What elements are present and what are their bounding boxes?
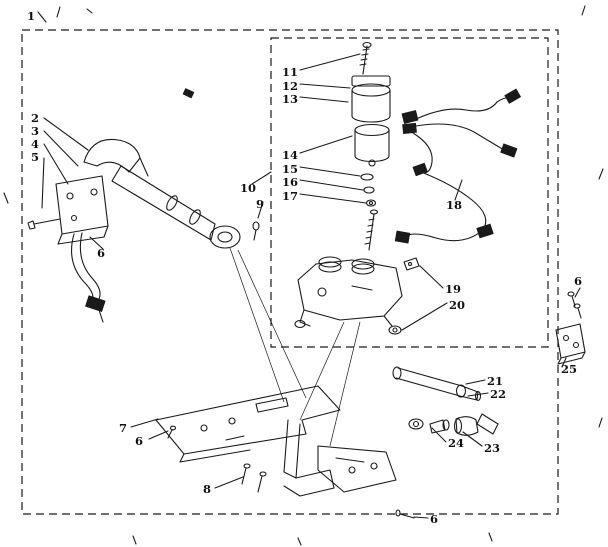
gas-valve-body bbox=[294, 256, 420, 335]
support-bracket bbox=[283, 419, 397, 497]
callout-6-bottom-left: 6 bbox=[135, 434, 143, 448]
callouts: 1 2 3 4 5 6 10 9 11 12 13 14 15 16 17 18… bbox=[27, 9, 582, 526]
callout-3: 3 bbox=[31, 124, 39, 138]
callout-25: 25 bbox=[561, 362, 577, 376]
callout-6-bottom-center: 6 bbox=[430, 512, 438, 526]
callout-18: 18 bbox=[446, 198, 462, 212]
registration-marks bbox=[3, 5, 604, 546]
inlet-horn-assembly bbox=[83, 138, 260, 249]
igniter-tube bbox=[392, 366, 482, 402]
callout-21: 21 bbox=[487, 374, 503, 388]
callout-14: 14 bbox=[282, 148, 298, 162]
callout-9: 9 bbox=[256, 197, 264, 211]
callout-23: 23 bbox=[484, 441, 500, 455]
callout-5: 5 bbox=[31, 150, 39, 164]
callout-2: 2 bbox=[31, 111, 39, 125]
orifice-parts bbox=[408, 413, 499, 436]
callout-24: 24 bbox=[448, 436, 464, 450]
callout-6-right: 6 bbox=[574, 274, 582, 288]
callout-17: 17 bbox=[282, 189, 298, 203]
base-panel bbox=[155, 385, 341, 463]
callout-11: 11 bbox=[282, 65, 298, 79]
callout-16: 16 bbox=[282, 175, 298, 189]
leader-lines bbox=[37, 11, 581, 519]
callout-6-left: 6 bbox=[97, 246, 105, 260]
igniter-wire-harness bbox=[71, 232, 106, 323]
callout-12: 12 bbox=[282, 79, 298, 93]
inner-boundary bbox=[270, 37, 549, 348]
callout-4: 4 bbox=[31, 137, 39, 151]
outer-boundary bbox=[21, 29, 559, 515]
callout-22: 22 bbox=[490, 387, 506, 401]
wire-harness bbox=[394, 88, 521, 244]
projection-lines bbox=[229, 247, 361, 447]
callout-1: 1 bbox=[27, 9, 35, 23]
valve-coil-stack bbox=[351, 41, 391, 251]
screws bbox=[167, 425, 415, 519]
bolt bbox=[27, 218, 61, 230]
callout-19: 19 bbox=[445, 282, 461, 296]
callout-15: 15 bbox=[282, 162, 298, 176]
right-edge-bracket bbox=[555, 291, 586, 365]
callout-20: 20 bbox=[449, 298, 465, 312]
callout-7: 7 bbox=[119, 421, 127, 435]
callout-10: 10 bbox=[240, 181, 256, 195]
callout-13: 13 bbox=[282, 92, 298, 106]
callout-8: 8 bbox=[203, 482, 211, 496]
